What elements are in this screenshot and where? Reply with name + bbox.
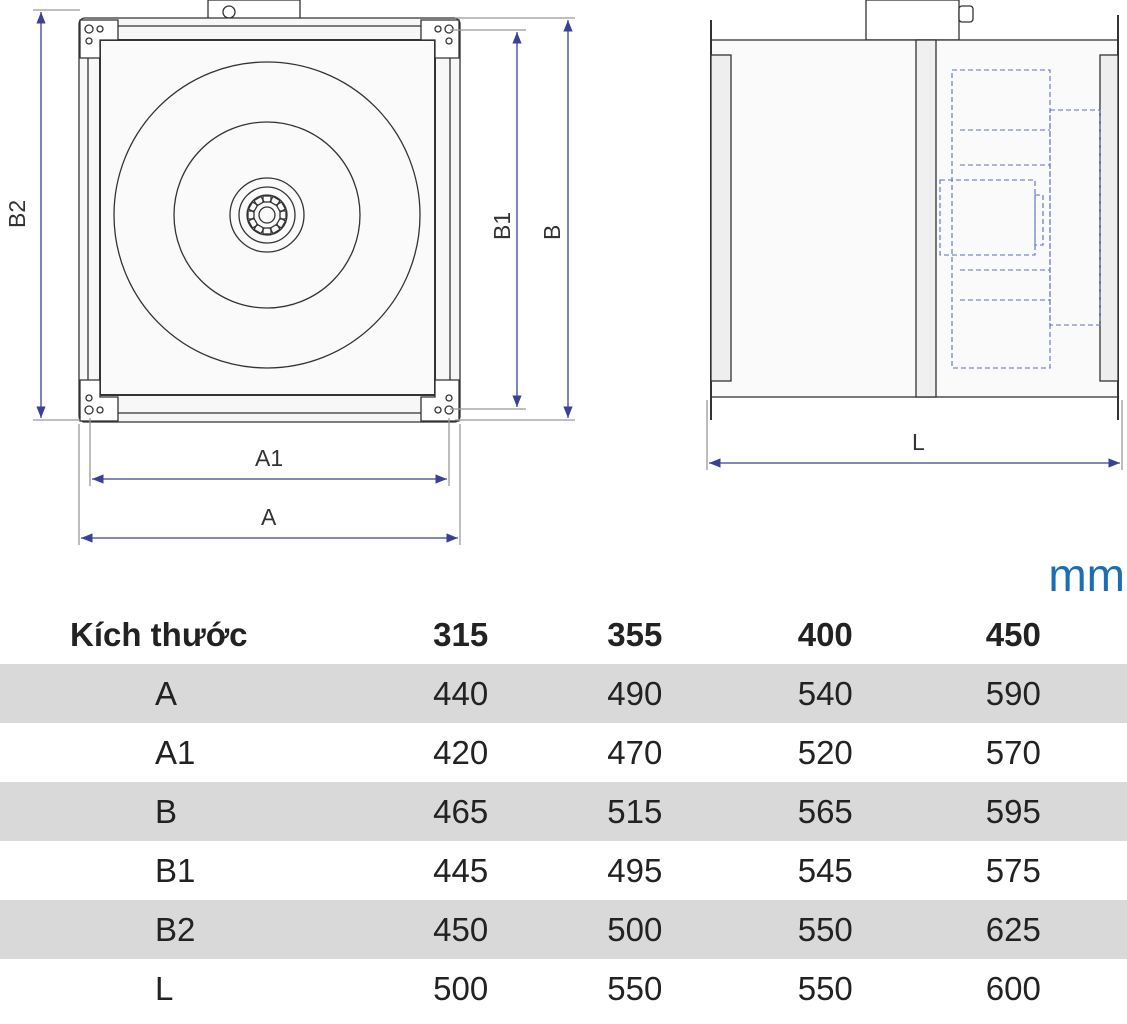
table-row: B2 450 500 550 625 (0, 900, 1127, 959)
unit-label: mm (1048, 549, 1125, 601)
dim-label-b1: B1 (489, 212, 515, 240)
table-cell: 570 (985, 733, 1041, 771)
side-view (710, 0, 1119, 420)
table-cell: 600 (985, 969, 1041, 1007)
table-cell: 495 (607, 851, 663, 889)
row-label: B2 (0, 900, 434, 959)
dim-label-l: L (912, 429, 925, 455)
table-cell: 445 (433, 851, 489, 889)
table-cell: 540 (797, 664, 986, 723)
dim-label-a1: A1 (255, 445, 283, 471)
table-cell: 550 (797, 900, 986, 959)
table-cell: 565 (797, 782, 986, 841)
table-cell: 625 (985, 900, 1127, 959)
front-dimensions (33, 9, 575, 545)
hub-slot (275, 201, 287, 213)
dim-label-b2: B2 (4, 200, 30, 228)
side-casing (710, 39, 1119, 398)
row-label: B (0, 782, 434, 841)
table-row: A 440 490 540 590 (0, 664, 1127, 723)
fan-dimension-drawing: A1 A B2 B1 B L (4, 0, 1123, 545)
table-cell: 520 (797, 733, 853, 771)
table-cell: 490 (607, 664, 798, 723)
table-row: B 465 515 565 595 (0, 782, 1127, 841)
side-dimensions (706, 400, 1123, 470)
motor-hub (229, 177, 305, 253)
header-col-355: 355 (607, 615, 663, 653)
table-cell: 470 (607, 733, 663, 771)
table-cell: 545 (797, 851, 853, 889)
table-cell: 575 (985, 851, 1041, 889)
table-cell: 500 (433, 969, 489, 1007)
header-col-450: 450 (985, 615, 1041, 653)
row-label: B1 (155, 851, 196, 889)
header-size-label: Kích thước (70, 615, 248, 653)
inlet-ring (113, 61, 421, 369)
table-cell: 440 (433, 664, 608, 723)
header-col-400: 400 (797, 615, 853, 653)
header-col-315: 315 (433, 615, 489, 653)
side-hidden-impeller (939, 69, 1101, 369)
table-row: L 500 550 550 600 (0, 959, 1127, 1018)
terminal-box (207, 0, 301, 21)
table-cell: 515 (607, 782, 798, 841)
table-row: B1 445 495 545 575 (0, 841, 1127, 900)
side-terminal-box (865, 0, 960, 41)
table-cell: 465 (433, 782, 608, 841)
row-label: A (0, 664, 434, 723)
table-row: A1 420 470 520 570 (0, 723, 1127, 782)
table-cell: 420 (433, 733, 489, 771)
table-cell: 550 (607, 969, 663, 1007)
row-label: A1 (155, 733, 196, 771)
table-cell: 500 (607, 900, 798, 959)
table-cell: 595 (985, 782, 1127, 841)
table-cell: 590 (985, 664, 1127, 723)
dimensions-table: Kích thước 315 355 400 450 A 440 490 540… (0, 605, 1127, 1018)
inlet-panel (99, 39, 436, 396)
row-label: L (155, 969, 174, 1007)
table-cell: 450 (433, 900, 608, 959)
dim-label-a: A (261, 504, 277, 530)
table-header-row: Kích thước 315 355 400 450 (0, 605, 1127, 664)
dim-label-b: B (539, 225, 565, 240)
front-view (78, 0, 461, 423)
corner-brackets (79, 19, 460, 422)
table-cell: 550 (797, 969, 853, 1007)
impeller-ring (173, 121, 361, 309)
